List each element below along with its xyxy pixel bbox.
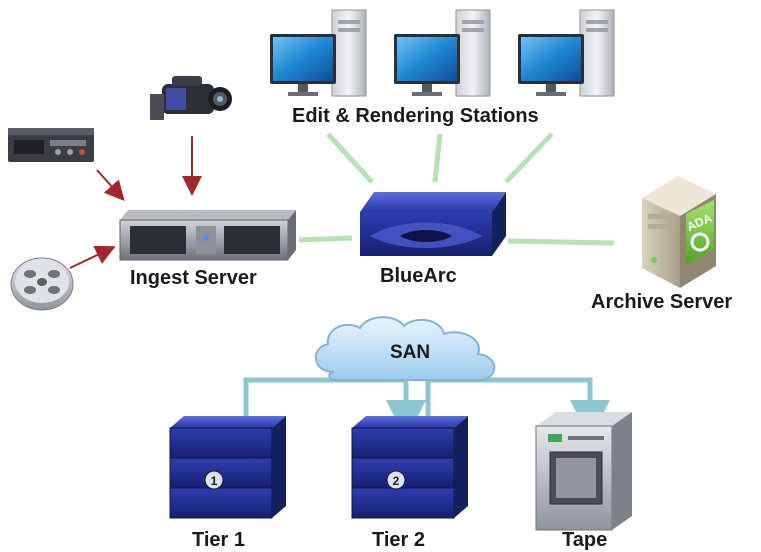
rack-server-icon (119, 210, 296, 261)
connector-station1-bluearc (326, 132, 374, 184)
connector-san-tier1 (243, 377, 426, 440)
arrow-deck-to-ingest (96, 169, 125, 201)
connector-station3-bluearc (504, 132, 554, 184)
tape-library-icon (535, 412, 632, 531)
tier1-label: Tier 1 (192, 529, 245, 551)
connector-bluearc-archive (507, 238, 615, 246)
disk-array-icon: 2 (351, 416, 468, 519)
tier1-badge: 1 (211, 474, 218, 488)
connector-san-tape (425, 377, 610, 440)
cloud-icon: SAN (314, 316, 496, 381)
connector-ingest-bluearc (298, 235, 353, 243)
san-label: SAN (390, 342, 430, 363)
disk-array-icon: 1 (169, 416, 286, 519)
tape-label: Tape (562, 529, 608, 551)
film-reel-icon (10, 257, 74, 311)
video-camera-icon (150, 76, 232, 120)
archive-server-label: Archive Server (591, 291, 733, 313)
tier2-label: Tier 2 (372, 529, 425, 551)
tier2-badge: 2 (393, 474, 400, 488)
workstation-icon (270, 9, 367, 97)
storage-appliance-icon (360, 192, 506, 256)
archive-server-icon: ADA (642, 176, 716, 288)
ingest-server-label: Ingest Server (130, 267, 257, 289)
video-deck-icon (8, 128, 94, 162)
connector-lines (69, 132, 615, 440)
edit-stations-label: Edit & Rendering Stations (292, 105, 539, 127)
bluearc-label: BlueArc (380, 265, 457, 287)
workstation-icon (394, 9, 491, 97)
arrow-reel-to-ingest (69, 245, 116, 269)
workstation-icon (518, 9, 615, 97)
connector-station2-bluearc (432, 133, 443, 183)
